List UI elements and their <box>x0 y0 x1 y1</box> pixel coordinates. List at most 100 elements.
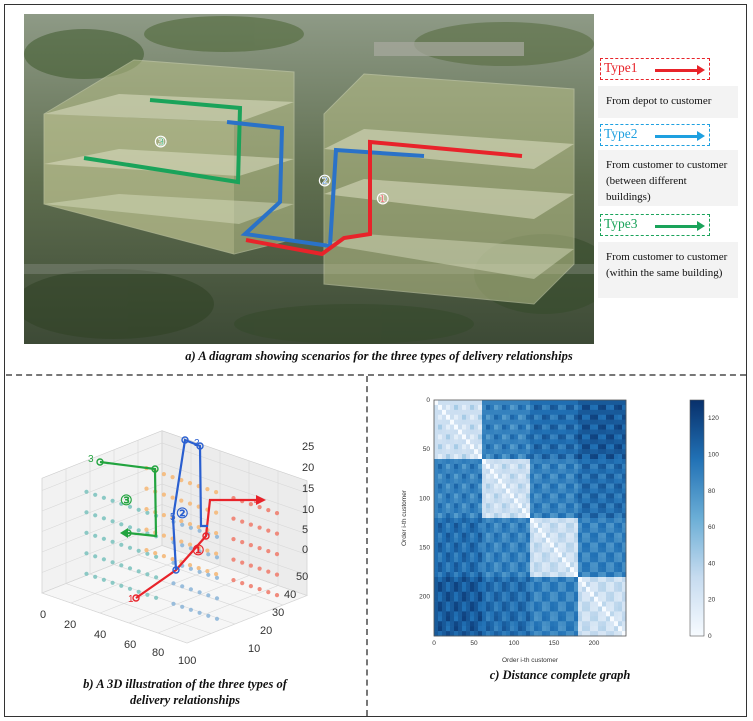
heatmap-cell <box>566 606 571 612</box>
heatmap-cell <box>562 532 567 538</box>
heatmap-cell <box>546 606 551 612</box>
customer-point <box>84 551 89 556</box>
heatmap-cell <box>566 400 571 406</box>
heatmap-cell <box>458 552 463 558</box>
heatmap-cell <box>534 463 539 470</box>
heatmap-cell <box>458 537 463 543</box>
heatmap-cell <box>594 606 599 612</box>
heatmap-cell <box>562 527 567 534</box>
heatmap-cell <box>450 498 455 504</box>
heatmap-cell <box>542 542 547 548</box>
heatmap-cell <box>518 498 523 504</box>
heatmap-cell <box>530 547 535 553</box>
heatmap-cell <box>478 518 483 524</box>
heatmap-cell <box>454 444 459 450</box>
heatmap-cell <box>502 581 507 588</box>
heatmap-cell <box>586 596 591 602</box>
heatmap-cell <box>470 414 475 420</box>
heatmap-cell <box>446 439 451 445</box>
route-node <box>132 594 140 602</box>
heatmap-cell <box>458 606 463 612</box>
heatmap-cell <box>622 424 627 430</box>
heatmap-cell <box>514 586 519 593</box>
heatmap-cell <box>594 429 599 435</box>
legend-type1-desc: From depot to customer <box>598 86 738 118</box>
heatmap-cell <box>618 473 623 479</box>
heatmap-cell <box>502 414 507 420</box>
heatmap-cell <box>610 537 615 543</box>
heatmap-cell <box>466 522 471 529</box>
heatmap-cell <box>458 454 463 460</box>
heatmap-cell <box>438 542 443 548</box>
heatmap-cell <box>538 434 543 440</box>
heatmap-cell <box>546 439 551 445</box>
heatmap-cell <box>450 444 455 450</box>
heatmap-cell <box>494 513 499 519</box>
heatmap-cell <box>602 488 607 494</box>
heatmap-cell <box>502 591 507 597</box>
heatmap-cell <box>606 567 611 573</box>
customer-point <box>93 533 98 538</box>
heatmap-cell <box>514 473 519 479</box>
heatmap-cell <box>482 527 487 534</box>
heatmap-cell <box>598 404 603 411</box>
heatmap-cell <box>510 498 515 504</box>
heatmap-cell <box>518 547 523 553</box>
heatmap-cell <box>442 591 447 597</box>
heatmap-cell <box>618 483 623 489</box>
heatmap-cell <box>482 478 487 484</box>
heatmap-cell <box>606 424 611 430</box>
heatmap-cell <box>530 532 535 538</box>
heatmap-cell <box>454 429 459 435</box>
heatmap-cell <box>578 532 583 538</box>
heatmap-cell <box>622 621 627 627</box>
heatmap-cell <box>550 414 555 420</box>
heatmap-cell <box>482 616 487 622</box>
heatmap-cell <box>618 454 623 460</box>
heatmap-cell <box>614 429 619 435</box>
heatmap-cell <box>462 449 467 455</box>
heatmap-cell <box>586 429 591 435</box>
heatmap-cell <box>462 400 467 406</box>
heatmap-cell <box>578 547 583 553</box>
heatmap-cell <box>470 400 475 406</box>
heatmap-cell <box>566 621 571 627</box>
heatmap-cell <box>478 498 483 504</box>
heatmap-cell <box>510 547 515 553</box>
heatmap-cell <box>478 562 483 568</box>
customer-point <box>180 604 185 609</box>
heatmap-cell <box>578 409 583 416</box>
heatmap-cell <box>550 459 555 465</box>
heatmap-cell <box>442 572 447 578</box>
heatmap-cell <box>566 522 571 529</box>
heatmap-cell <box>482 552 487 558</box>
heatmap-cell <box>514 557 519 563</box>
heatmap-cell <box>510 532 515 538</box>
heatmap-cell <box>578 527 583 534</box>
heatmap-cell <box>574 459 579 465</box>
heatmap-cell <box>474 601 479 607</box>
heatmap-cell <box>478 567 483 573</box>
heatmap-cell <box>594 434 599 440</box>
heatmap-cell <box>498 498 503 504</box>
y-tick: 150 <box>419 545 430 552</box>
heatmap-cell <box>470 468 475 475</box>
heatmap-cell <box>598 493 603 499</box>
heatmap-cell <box>522 414 527 420</box>
heatmap-cell <box>582 542 587 548</box>
heatmap-cell <box>462 414 467 420</box>
heatmap-cell <box>526 562 531 568</box>
heatmap-cell <box>570 449 575 455</box>
heatmap-cell <box>514 503 519 509</box>
heatmap-cell <box>458 621 463 627</box>
heatmap-cell <box>522 537 527 543</box>
heatmap-cell <box>542 508 547 514</box>
heatmap-cell <box>438 473 443 479</box>
heatmap-cell <box>498 567 503 573</box>
x-tick: 150 <box>549 640 560 647</box>
heatmap-cell <box>562 596 567 602</box>
heatmap-cell <box>550 606 555 612</box>
heatmap-cell <box>522 424 527 430</box>
route-type2 <box>226 120 425 249</box>
